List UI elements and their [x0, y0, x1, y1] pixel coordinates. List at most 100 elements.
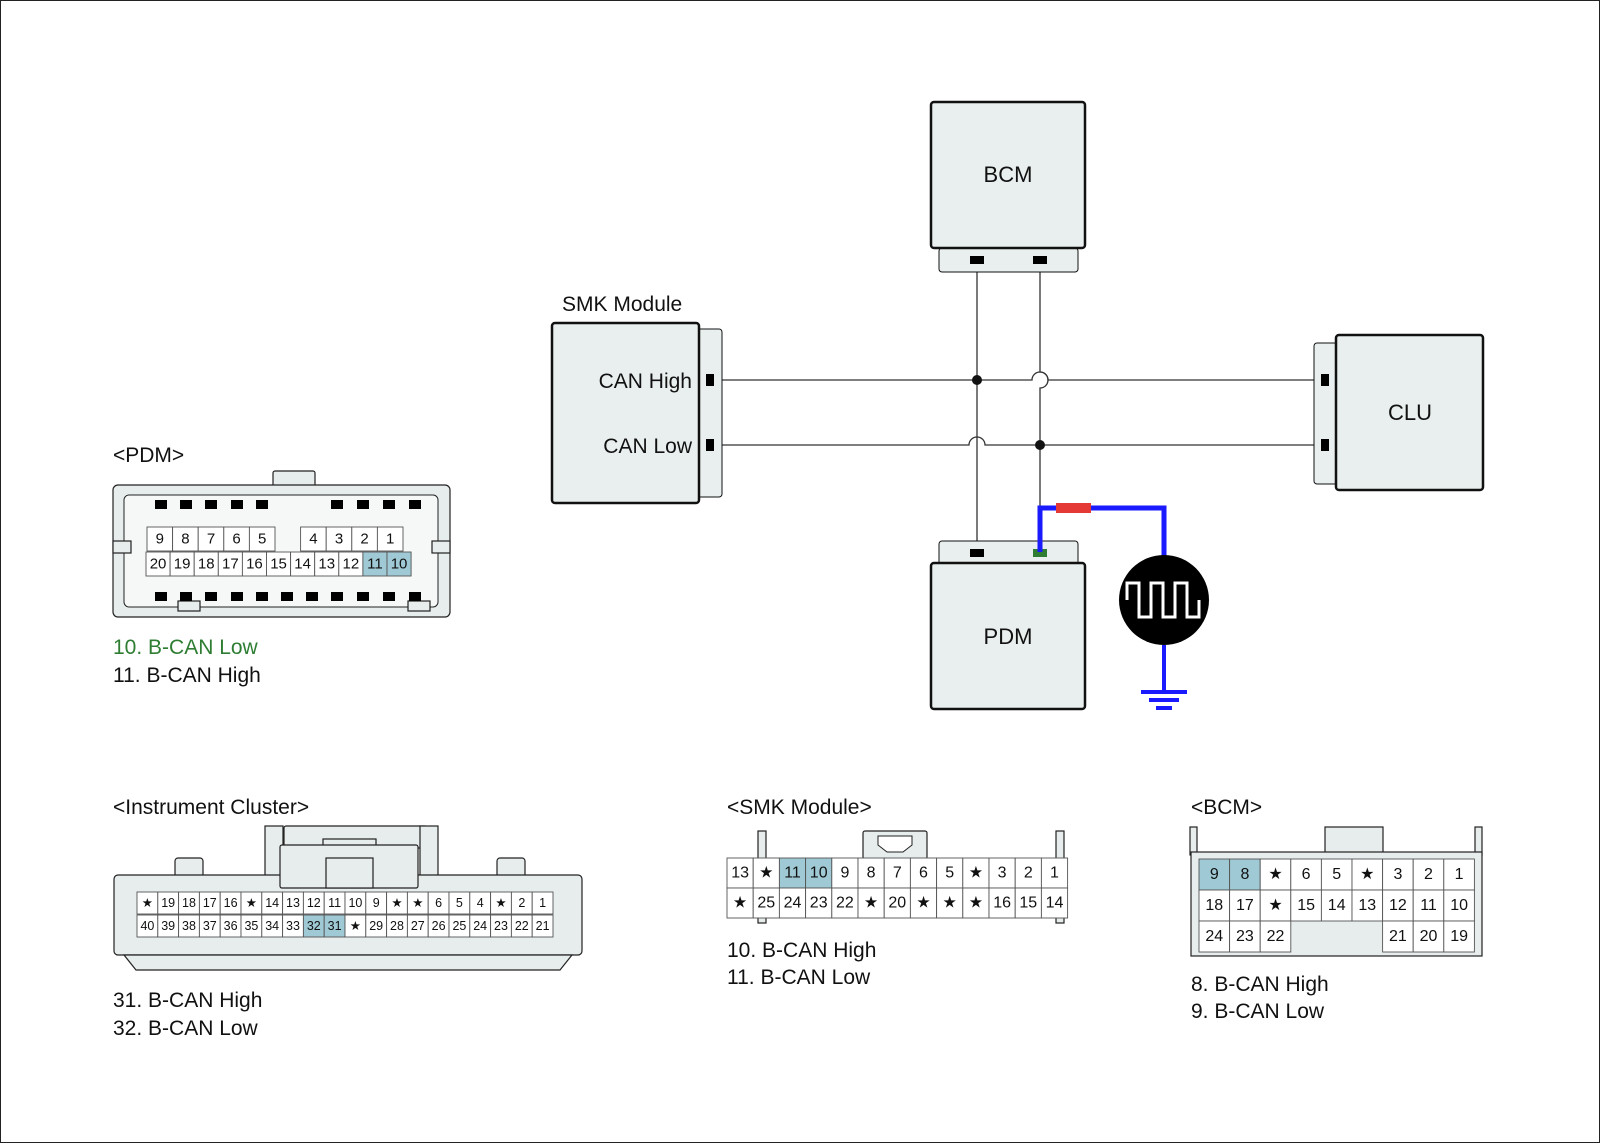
bcm-row3-pin-20: 20: [1420, 928, 1438, 945]
bcm-row2-pin-15: 15: [1297, 897, 1315, 914]
probe-wire: [1037, 505, 1167, 556]
bcm-row1-pin-6: 6: [1302, 866, 1311, 883]
smk-connector-title: <SMK Module>: [727, 796, 872, 819]
smk-row2-pin-cell: [909, 887, 938, 919]
pdm-row1-pin-7: 7: [207, 531, 215, 548]
smk-can-low-label: CAN Low: [603, 435, 693, 458]
pdm-row2-pin-cell: [217, 551, 243, 577]
bcm-row2-pin-cell: [1382, 889, 1414, 922]
cluster-row1-pin-12: 12: [307, 896, 321, 910]
bcm-row2-pin-10: 10: [1450, 897, 1468, 914]
cluster-row1-pin-10: 10: [348, 896, 362, 910]
pdm-row1-pin-9: 9: [156, 531, 164, 548]
pdm-row1-pin-2: 2: [360, 531, 368, 548]
cluster-legend-2: 32. B-CAN Low: [113, 1017, 259, 1040]
ground-icon: [1141, 690, 1187, 710]
pdm-module: PDM: [929, 540, 1087, 711]
cluster-row1-pin-star: ★: [391, 896, 402, 910]
bcm-label: BCM: [984, 162, 1033, 187]
cluster-row2-pin-40: 40: [140, 919, 154, 933]
bcm-row1-pin-3: 3: [1393, 866, 1402, 883]
smk-row1-pin-9: 9: [840, 865, 849, 882]
smk-row1-pin-cell: [778, 857, 807, 889]
bcm-row3-pin-23: 23: [1236, 928, 1254, 945]
pdm-row1-pin-cell: [351, 526, 378, 552]
smk-row2-pin-cell: [778, 887, 807, 919]
smk-row2-pin-star: ★: [943, 895, 957, 912]
pdm-row1-pin-3: 3: [335, 531, 343, 548]
cluster-row1-pin-17: 17: [203, 896, 217, 910]
cluster-row2-pin-26: 26: [432, 919, 446, 933]
bcm-row3-pin-cell: [1198, 920, 1231, 953]
smk-row1-pin-7: 7: [893, 865, 902, 882]
bcm-row1-pin-cell: [1320, 858, 1353, 891]
bcm-row2-pin-17: 17: [1236, 897, 1254, 914]
bcm-row1-pin-5: 5: [1332, 866, 1341, 883]
bcm-row3-pin-24: 24: [1205, 928, 1223, 945]
pdm-row2-pin-cell: [241, 551, 267, 577]
cluster-row2-pin-22: 22: [515, 919, 529, 933]
bcm-row1-pin-star: ★: [1360, 866, 1374, 883]
cluster-row2-pin-32: 32: [307, 919, 321, 933]
bcm-connector-title: <BCM>: [1191, 796, 1262, 819]
oscilloscope-probe: [1037, 503, 1209, 710]
cluster-row1-pin-6: 6: [435, 896, 442, 910]
pdm-row2-pin-19: 19: [174, 556, 191, 573]
bcm-row1-pin-9: 9: [1210, 866, 1219, 883]
bcm-row2-pin-14: 14: [1328, 897, 1346, 914]
smk-row1-pin-cell: [726, 857, 754, 889]
bcm-row2-pin-12: 12: [1389, 897, 1407, 914]
cluster-row2-pin-31: 31: [328, 919, 342, 933]
cluster-row1-pin-cell: [531, 891, 554, 915]
smk-row2-pin-star: ★: [864, 895, 878, 912]
pdm-row2-pin-11: 11: [367, 556, 383, 573]
pdm-row2-pin-10: 10: [391, 556, 408, 573]
smk-legend-2: 11. B-CAN Low: [727, 966, 871, 989]
pdm-row2-pin-15: 15: [270, 556, 287, 573]
cluster-row2-pin-38: 38: [182, 919, 196, 933]
smk-row2-pin-star: ★: [969, 895, 983, 912]
cluster-row2-pin-35: 35: [244, 919, 258, 933]
smk-row1-pin-6: 6: [919, 865, 928, 882]
bcm-module: BCM: [929, 100, 1087, 273]
clu-pin-can-high: [1321, 374, 1329, 386]
smk-row1-pin-cell: [805, 857, 833, 889]
bcm-row1-pin-cell: [1443, 858, 1475, 891]
smk-row2-pin-15: 15: [1019, 895, 1037, 912]
bcm-row3-pin-21: 21: [1389, 928, 1407, 945]
bcm-row2-pin-cell: [1412, 889, 1445, 922]
pdm-row2-pin-cell: [266, 551, 292, 577]
bcm-legend-1: 8. B-CAN High: [1191, 973, 1329, 996]
smk-title: SMK Module: [562, 293, 682, 316]
bcm-row1-pin-1: 1: [1455, 866, 1464, 883]
smk-row1-pin-5: 5: [945, 865, 954, 882]
cluster-row1-pin-13: 13: [286, 896, 300, 910]
smk-row1-pin-1: 1: [1050, 865, 1059, 882]
cluster-row2-pin-27: 27: [411, 919, 425, 933]
cluster-row1-pin-1: 1: [539, 896, 546, 910]
smk-row2-pin-cell: [857, 887, 885, 919]
pdm-row2-pin-17: 17: [222, 556, 239, 573]
smk-row1-pin-cell: [936, 857, 964, 889]
wire-can-low: [713, 436, 1325, 446]
pdm-label: PDM: [984, 624, 1033, 649]
probe-tip: [1056, 503, 1091, 513]
smk-row1-pin-2: 2: [1024, 865, 1033, 882]
cluster-row2-pin-21: 21: [536, 919, 550, 933]
cluster-row2-pin-39: 39: [161, 919, 175, 933]
cluster-row1-pin-star: ★: [246, 896, 257, 910]
clu-label: CLU: [1388, 400, 1432, 425]
smk-row2-pin-cell: [726, 887, 754, 919]
pdm-row2-pin-14: 14: [294, 556, 311, 573]
cluster-row2-pin-24: 24: [473, 919, 487, 933]
bcm-row1-pin-cell: [1351, 858, 1384, 891]
bcm-row1-pin-2: 2: [1424, 866, 1433, 883]
smk-row1-pin-cell: [752, 857, 780, 889]
cluster-row2-pin-25: 25: [452, 919, 466, 933]
